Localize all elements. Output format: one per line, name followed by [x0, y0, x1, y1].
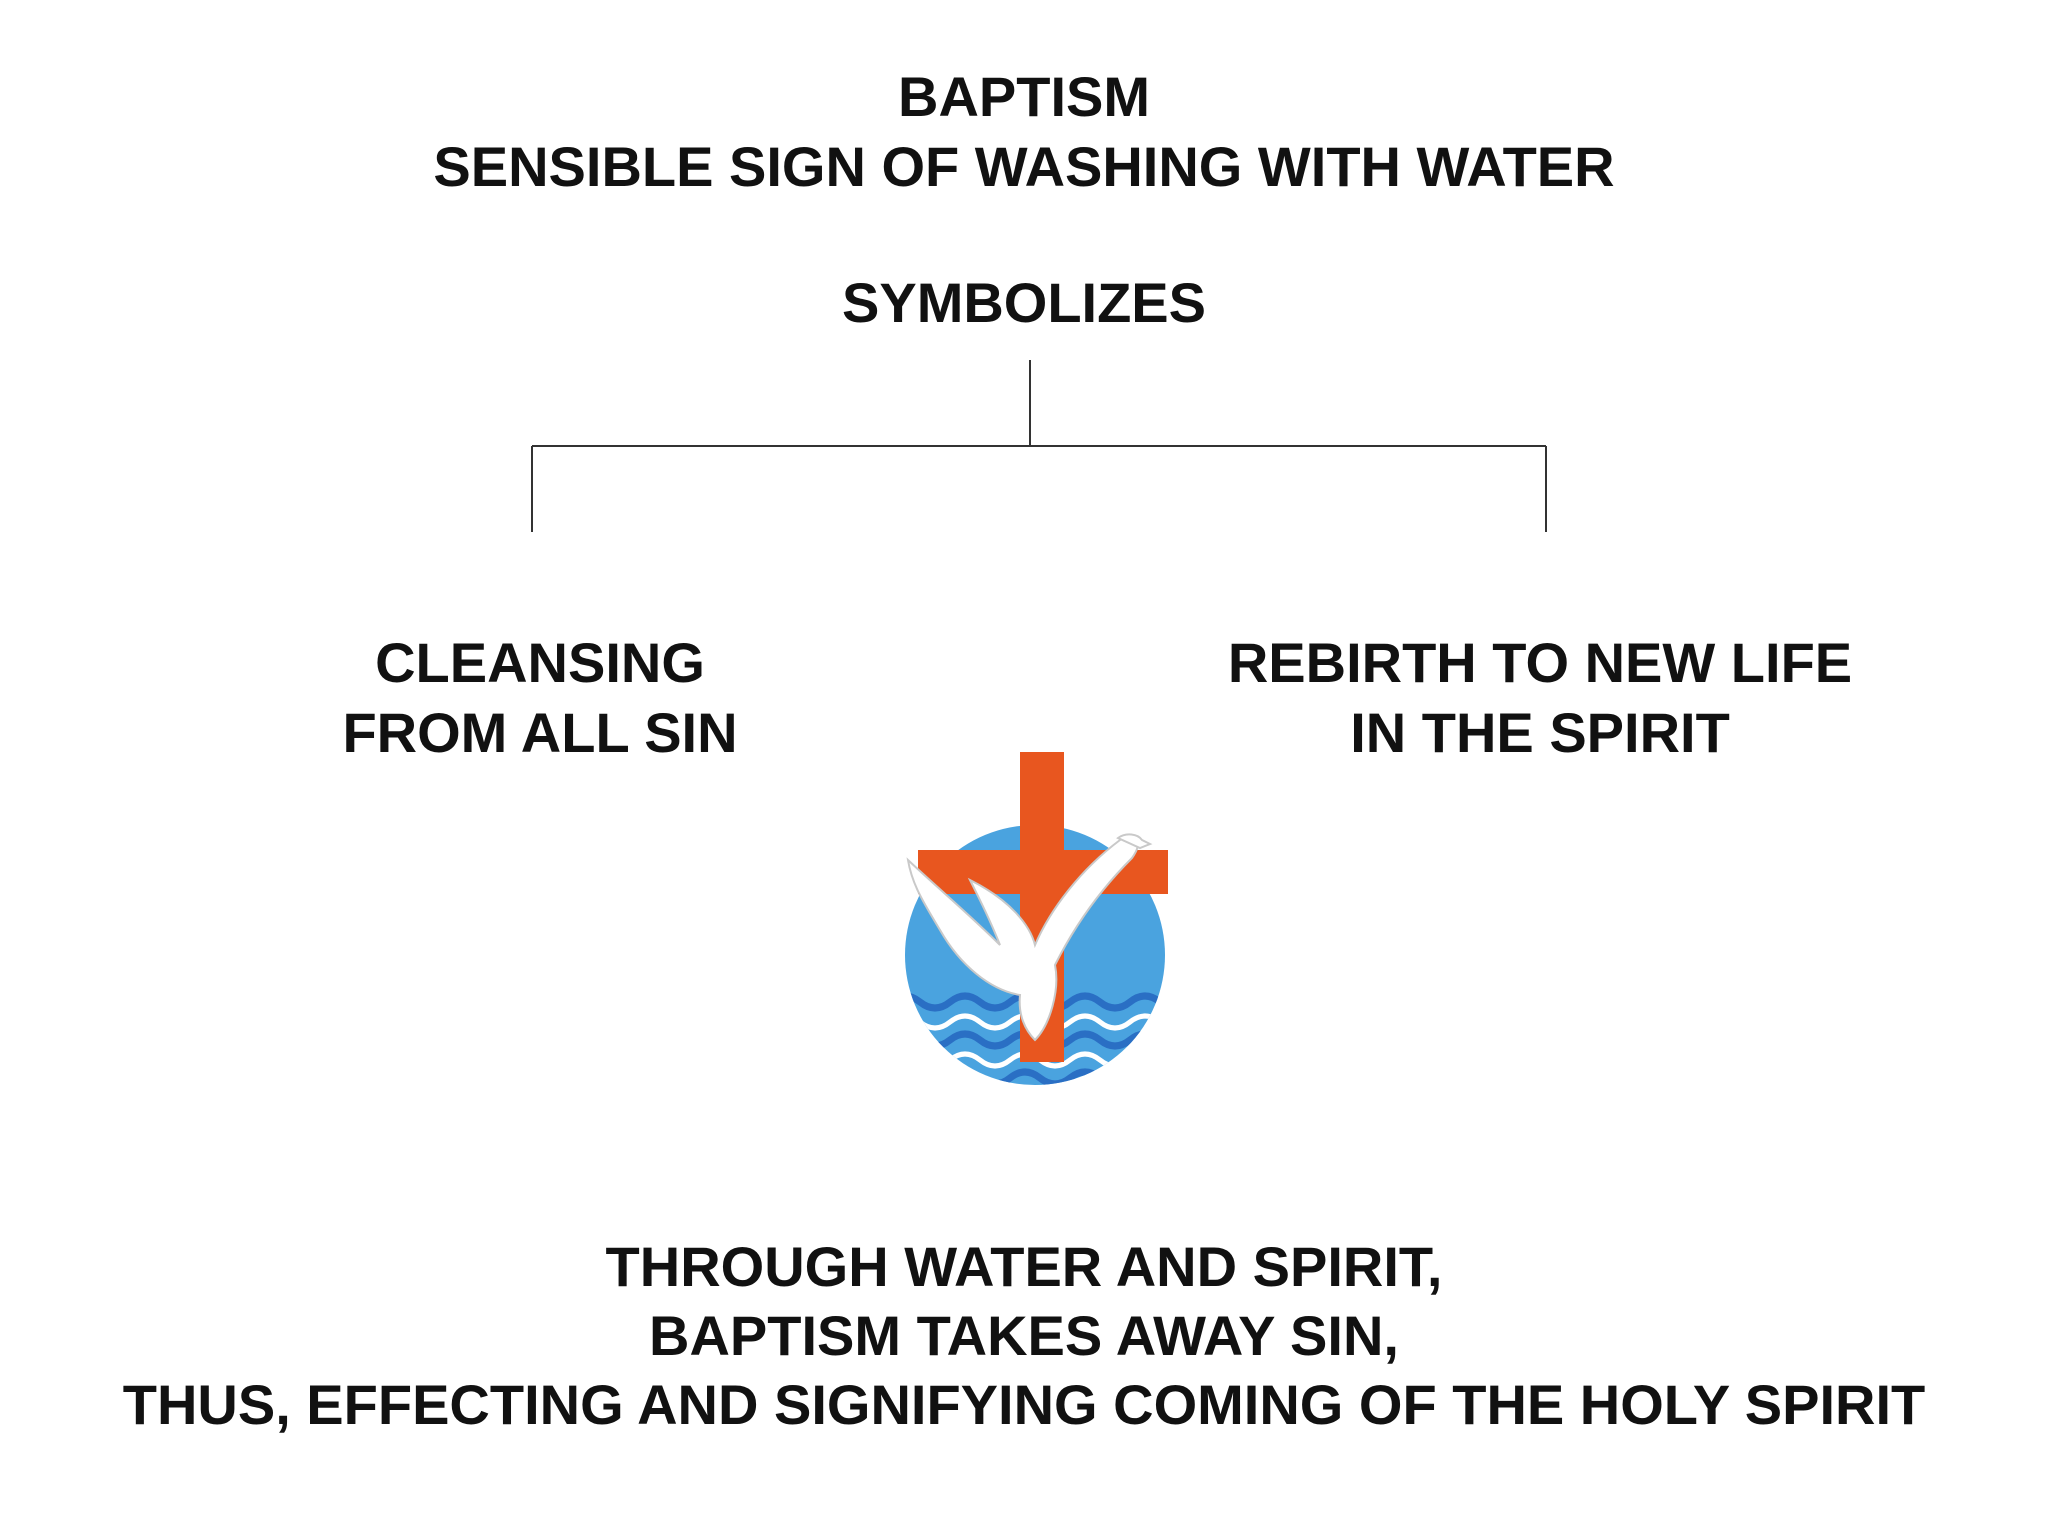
diagram-title: BAPTISM SENSIBLE SIGN OF WASHING WITH WA…	[0, 62, 2048, 202]
baptism-cross-dove-water-icon	[905, 752, 1168, 1085]
title-line-baptism: BAPTISM	[898, 65, 1150, 128]
conclusion-line1: THROUGH WATER AND SPIRIT,	[605, 1235, 1443, 1298]
dove	[906, 833, 1153, 1042]
branch-right-line2: IN THE SPIRIT	[1350, 701, 1730, 764]
conclusion-line3: THUS, EFFECTING AND SIGNIFYING COMING OF…	[122, 1373, 1926, 1436]
branch-cleansing: CLEANSING FROM ALL SIN	[230, 628, 850, 768]
branch-left-line1: CLEANSING	[375, 631, 705, 694]
branch-right-line1: REBIRTH TO NEW LIFE	[1227, 631, 1853, 694]
branch-left-line2: FROM ALL SIN	[342, 701, 738, 764]
title-line-subtitle: SENSIBLE SIGN OF WASHING WITH WATER	[433, 135, 1615, 198]
connector-label: SYMBOLIZES	[841, 271, 1207, 334]
branch-rebirth: REBIRTH TO NEW LIFE IN THE SPIRIT	[1140, 628, 1940, 768]
conclusion-text: THROUGH WATER AND SPIRIT, BAPTISM TAKES …	[0, 1232, 2048, 1439]
conclusion-line2: BAPTISM TAKES AWAY SIN,	[649, 1304, 1399, 1367]
